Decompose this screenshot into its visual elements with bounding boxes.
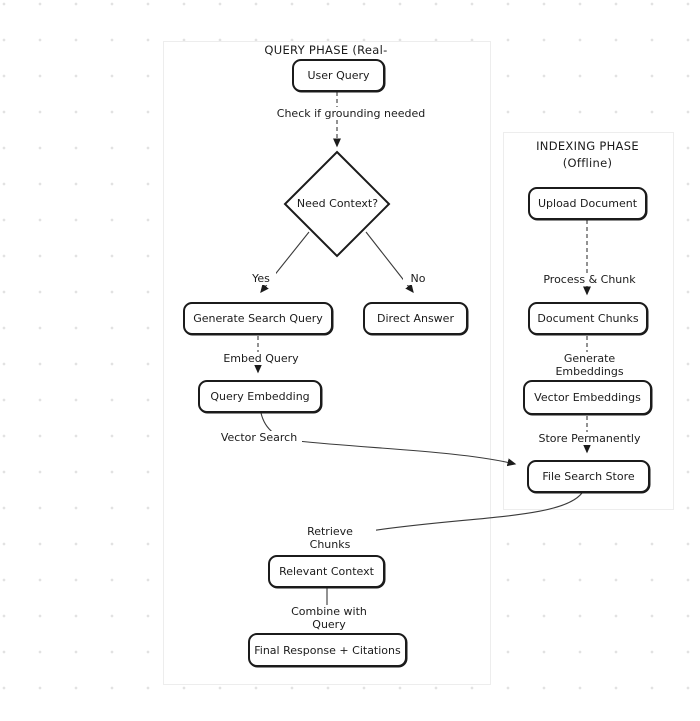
indexing-phase-title-line2: (Offline) [562,156,613,171]
node-query-embedding: Query Embedding [198,380,322,413]
node-upload-document: Upload Document [528,187,647,220]
edge-label-embed-query: Embed Query [219,352,303,365]
indexing-phase-title-line1: INDEXING PHASE [536,139,639,153]
node-need-context-label: Need Context? [296,197,379,210]
edge-label-store-permanently: Store Permanently [536,432,643,445]
node-generate-search-query: Generate Search Query [183,302,333,335]
edge-label-generate-embeddings: Generate Embeddings [529,352,650,378]
node-relevant-context: Relevant Context [268,555,385,588]
node-document-chunks: Document Chunks [528,302,648,335]
node-vector-embeddings: Vector Embeddings [523,380,652,415]
node-final-response: Final Response + Citations [248,633,407,667]
edge-label-check-grounding: Check if grounding needed [274,107,428,120]
edge-label-no: No [403,272,433,285]
query-phase-title: QUERY PHASE (Real- [264,43,388,57]
query-phase-container [163,41,491,685]
node-file-search-store: File Search Store [527,460,650,493]
edge-label-process-chunk: Process & Chunk [540,273,639,286]
edge-label-yes: Yes [246,272,276,285]
edge-label-retrieve-chunks: Retrieve Chunks [284,525,376,551]
edge-label-vector-search: Vector Search [216,431,302,444]
indexing-phase-title: INDEXING PHASE (Offline) [503,138,672,173]
node-user-query: User Query [292,59,385,92]
edge-label-combine-with-query: Combine with Query [273,605,385,631]
node-direct-answer: Direct Answer [363,302,468,335]
